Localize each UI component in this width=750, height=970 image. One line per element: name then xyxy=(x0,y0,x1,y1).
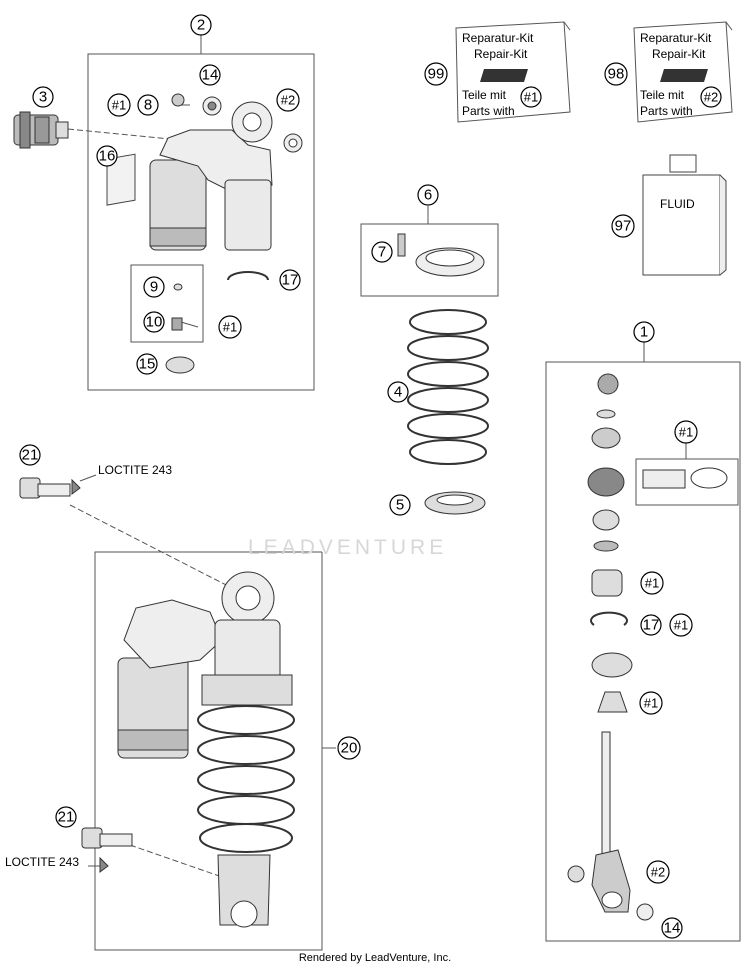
callout-h1-kit: #1 xyxy=(524,90,538,105)
callout-21-a: 21 xyxy=(22,447,39,464)
shock-absorber-complete-part-20 xyxy=(117,571,295,928)
callout-99: 99 xyxy=(428,66,445,83)
callout-h2-kit: #2 xyxy=(704,90,718,105)
callout-circle-14-a xyxy=(199,64,221,86)
callout-h1-c: #1 xyxy=(679,425,693,440)
watermark-text: LEADVENTURE xyxy=(248,536,448,559)
callout-17-a: 17 xyxy=(282,272,299,289)
kit-98-line3: Teile mit xyxy=(640,88,685,102)
callout-14-a: 14 xyxy=(202,67,219,84)
callout-circle-h1-kit xyxy=(520,86,542,108)
callout-21-b: 21 xyxy=(58,809,75,826)
callout-circle-9 xyxy=(143,276,165,298)
bolt-part-21-top xyxy=(19,477,81,499)
callout-17-b: 17 xyxy=(643,617,660,634)
callout-circle-97 xyxy=(611,214,635,238)
callout-circle-21-b xyxy=(55,806,77,828)
callout-h1-b: #1 xyxy=(223,320,237,335)
callout-5: 5 xyxy=(396,497,404,514)
callout-14-b: 14 xyxy=(664,920,681,937)
ktm-logo-98 xyxy=(660,69,708,82)
kit-98-line1: Reparatur-Kit xyxy=(640,31,712,45)
callout-circle-3 xyxy=(32,86,54,108)
callout-circle-99 xyxy=(424,62,448,86)
kit-99-line2: Repair-Kit xyxy=(474,47,528,61)
shock-spring-part-4 xyxy=(407,309,489,465)
callout-h2-a: #2 xyxy=(281,93,295,108)
callout-h1-a: #1 xyxy=(112,98,126,113)
callout-circle-h1-e xyxy=(669,613,693,637)
callout-circle-4 xyxy=(387,381,409,403)
callout-circle-17-b xyxy=(640,614,662,636)
callout-circle-8 xyxy=(137,94,159,116)
kit-98-line4: Parts with xyxy=(640,104,693,118)
callout-circle-h2-b xyxy=(646,860,670,884)
spring-preload-nut-part-6 xyxy=(397,233,485,277)
fluid-bottle xyxy=(642,154,727,276)
callout-97: 97 xyxy=(615,218,632,235)
callout-circle-17-a xyxy=(279,269,301,291)
callout-circle-14-b xyxy=(661,917,683,939)
callout-circle-h2-kit xyxy=(700,86,722,108)
callout-10: 10 xyxy=(146,314,163,331)
callout-circle-21-a xyxy=(19,444,41,466)
footer-credit: Rendered by LeadVenture, Inc. xyxy=(298,952,452,964)
callout-7: 7 xyxy=(378,244,386,261)
callout-circle-16 xyxy=(96,145,118,167)
callout-circle-6 xyxy=(417,184,439,206)
loctite-label-top: LOCTITE 243 xyxy=(98,463,172,477)
callout-2: 2 xyxy=(197,17,205,34)
group-frame-1 xyxy=(545,361,741,942)
group-frame-seal-kit xyxy=(635,458,739,506)
callout-98: 98 xyxy=(608,66,625,83)
callout-circle-7 xyxy=(371,241,393,263)
bolt-part-21-bottom xyxy=(81,827,133,873)
kit-98-line2: Repair-Kit xyxy=(652,47,706,61)
callout-20: 20 xyxy=(341,740,358,757)
group-frame-20 xyxy=(94,551,323,951)
callout-circle-98 xyxy=(604,62,628,86)
group-frame-9-10 xyxy=(130,264,204,343)
damper-internals-part-1 xyxy=(567,373,728,921)
callout-4: 4 xyxy=(394,384,402,401)
callout-circle-5 xyxy=(389,494,411,516)
spring-retainer-part-5 xyxy=(424,491,486,515)
callout-9: 9 xyxy=(150,279,158,296)
callout-circle-1 xyxy=(633,321,655,343)
callout-circle-20 xyxy=(337,736,361,760)
callout-h1-f: #1 xyxy=(644,696,658,711)
callout-circle-15 xyxy=(136,353,158,375)
callout-8: 8 xyxy=(144,97,152,114)
callout-15: 15 xyxy=(139,356,156,373)
callout-h1-d: #1 xyxy=(645,576,659,591)
kit-99-line4: Parts with xyxy=(462,104,515,118)
callout-3: 3 xyxy=(39,89,47,106)
ktm-logo-99 xyxy=(480,69,528,82)
shock-head-assembly-part-2 xyxy=(106,93,303,374)
callout-circle-h1-a xyxy=(107,93,131,117)
loctite-label-bottom: LOCTITE 243 xyxy=(5,855,79,869)
kit-99-line1: Reparatur-Kit xyxy=(462,31,534,45)
group-frame-6 xyxy=(360,223,499,297)
fluid-label: FLUID xyxy=(660,197,695,211)
kit-99-line3: Teile mit xyxy=(462,88,507,102)
callout-h1-e: #1 xyxy=(674,618,688,633)
callout-circle-10 xyxy=(143,311,165,333)
compression-adjuster-part-3 xyxy=(13,111,69,149)
callout-circle-2 xyxy=(190,14,212,36)
callout-6: 6 xyxy=(424,187,432,204)
callout-circle-h2-a xyxy=(276,88,300,112)
callout-circle-h1-c xyxy=(674,420,698,444)
callout-16: 16 xyxy=(99,148,116,165)
callout-circle-h1-f xyxy=(639,691,663,715)
callout-circle-h1-d xyxy=(640,571,664,595)
callout-h2-b: #2 xyxy=(651,865,665,880)
callout-circle-h1-b xyxy=(218,315,242,339)
callout-1: 1 xyxy=(640,324,648,341)
